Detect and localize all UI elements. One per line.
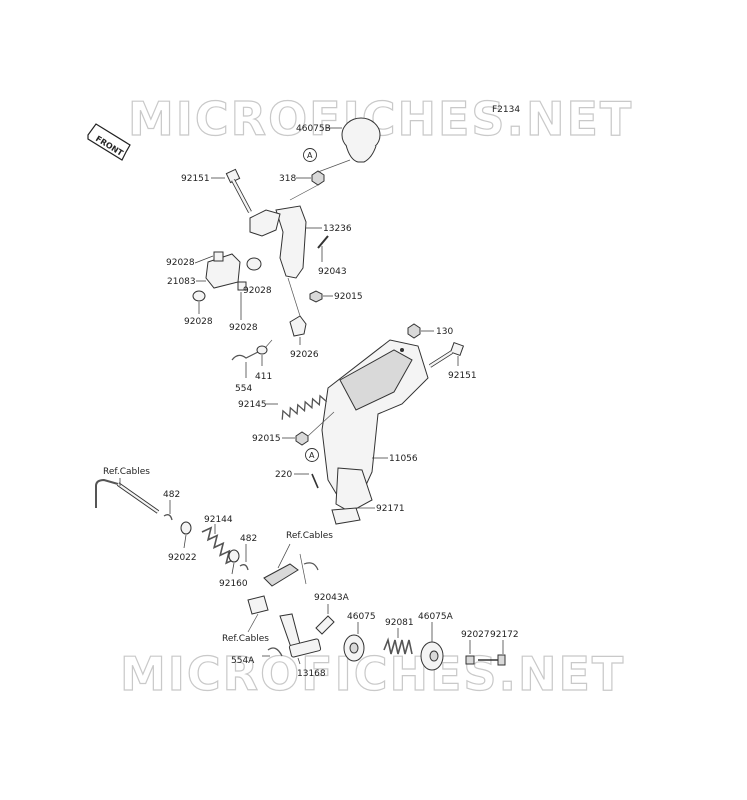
label-21083: 21083 [167,277,196,287]
bolt-92172 [478,640,506,666]
ref-cables-1: Ref.Cables [103,467,150,477]
pivot-bracket [192,251,262,302]
nut-92015-a [309,290,333,303]
washer-92022 [180,521,192,549]
svg-text:A: A [309,451,315,460]
label-13168: 13168 [297,669,326,679]
label-46075A: 46075A [418,612,454,622]
watermark-bottom: MICROFICHES.NET [120,647,625,701]
collar-46075A [420,622,444,671]
label-11056: 11056 [389,454,418,464]
label-46075B: 46075B [296,124,331,134]
spring-92144 [201,524,236,565]
label-92043A: 92043A [314,593,350,603]
bolt-92043 [317,235,329,262]
label-92081: 92081 [385,618,414,628]
label-92022: 92022 [168,553,197,563]
label-92171: 92171 [376,504,405,514]
nut-130 [407,323,434,339]
front-arrow-icon: FRONT [87,123,131,161]
spring-92145 [266,394,328,420]
label-554A: 554A [231,656,255,666]
callout-a-top: A [303,148,317,162]
bushing-92027 [465,640,475,665]
screw-220 [294,473,319,489]
spring-92081 [383,628,413,655]
label-411: 411 [255,372,272,382]
label-46075: 46075 [347,612,376,622]
label-92144: 92144 [204,515,233,525]
collar-92160 [228,549,240,575]
figure-code: F2134 [492,105,520,115]
label-92015-a: 92015 [334,292,363,302]
label-92015-b: 92015 [252,434,281,444]
label-92043: 92043 [318,267,347,277]
label-92027: 92027 [461,630,490,640]
label-92028-d: 92028 [229,323,258,333]
label-92160: 92160 [219,579,248,589]
pedal-bracket [321,339,429,525]
label-92172: 92172 [490,630,519,640]
cable-holder [263,543,319,587]
roller-46075 [343,622,365,662]
bolt-92151-top [211,168,252,213]
cable-end [95,478,160,514]
label-92028-a: 92028 [166,258,195,268]
label-92028-c: 92028 [184,317,213,327]
ref-cables-2: Ref.Cables [286,531,333,541]
label-220: 220 [275,470,292,480]
pin-554A [262,647,283,657]
label-92028-b: 92028 [243,286,272,296]
nut-318 [296,170,325,186]
pin-554-washer-411 [231,339,273,378]
bolt-92151-mid [428,341,465,368]
nut-92015-b [282,411,335,446]
shift-knob [326,117,381,163]
label-92026: 92026 [290,350,319,360]
bushing-92026 [289,315,307,345]
label-92151-top: 92151 [181,174,210,184]
pin-92043A [315,604,335,635]
callout-a-mid: A [305,448,319,462]
watermark-top: MICROFICHES.NET [128,92,633,146]
label-318: 318 [279,174,296,184]
label-482-b: 482 [240,534,257,544]
ref-cables-3: Ref.Cables [222,634,269,644]
label-554: 554 [235,384,252,394]
label-482-a: 482 [163,490,180,500]
svg-text:A: A [307,151,313,160]
label-92145: 92145 [238,400,267,410]
label-13236: 13236 [323,224,352,234]
shift-lever [249,205,322,279]
pedal-lever-13168 [247,595,322,665]
label-130: 130 [436,327,453,337]
label-92151-mid: 92151 [448,371,477,381]
